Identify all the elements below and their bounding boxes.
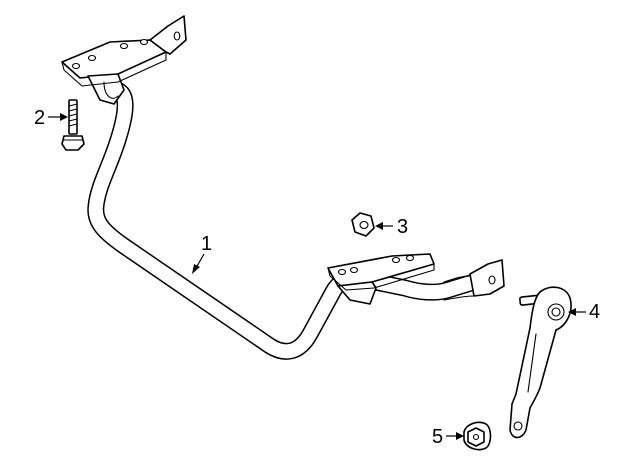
callout-1-leader (195, 253, 205, 269)
callout-2-arrow (60, 113, 68, 121)
flange-nut (463, 421, 492, 451)
bolt (61, 99, 85, 151)
callout-3-label: 3 (397, 216, 408, 238)
right-bar-end (443, 259, 505, 301)
callout-3: 3 (375, 216, 408, 238)
stabilizer-bar (61, 15, 505, 360)
callout-5-label: 5 (432, 426, 443, 448)
callout-1: 1 (192, 233, 212, 274)
callout-2: 2 (34, 107, 68, 129)
callout-4-label: 4 (589, 301, 600, 323)
callout-4: 4 (568, 301, 600, 323)
stabilizer-bar-outline (87, 81, 483, 360)
stabilizer-link (509, 286, 572, 439)
nut (351, 212, 375, 237)
left-bushing-bracket (61, 15, 187, 105)
callout-5-arrow (456, 432, 464, 440)
callout-4-arrow (568, 308, 576, 316)
callout-1-arrow (192, 264, 200, 274)
right-bushing-bracket (327, 253, 435, 305)
callout-3-arrow (375, 222, 383, 230)
callout-2-label: 2 (34, 107, 45, 129)
callout-1-label: 1 (201, 233, 212, 255)
stabilizer-bar-fill (88, 83, 481, 359)
callout-5: 5 (432, 426, 464, 448)
